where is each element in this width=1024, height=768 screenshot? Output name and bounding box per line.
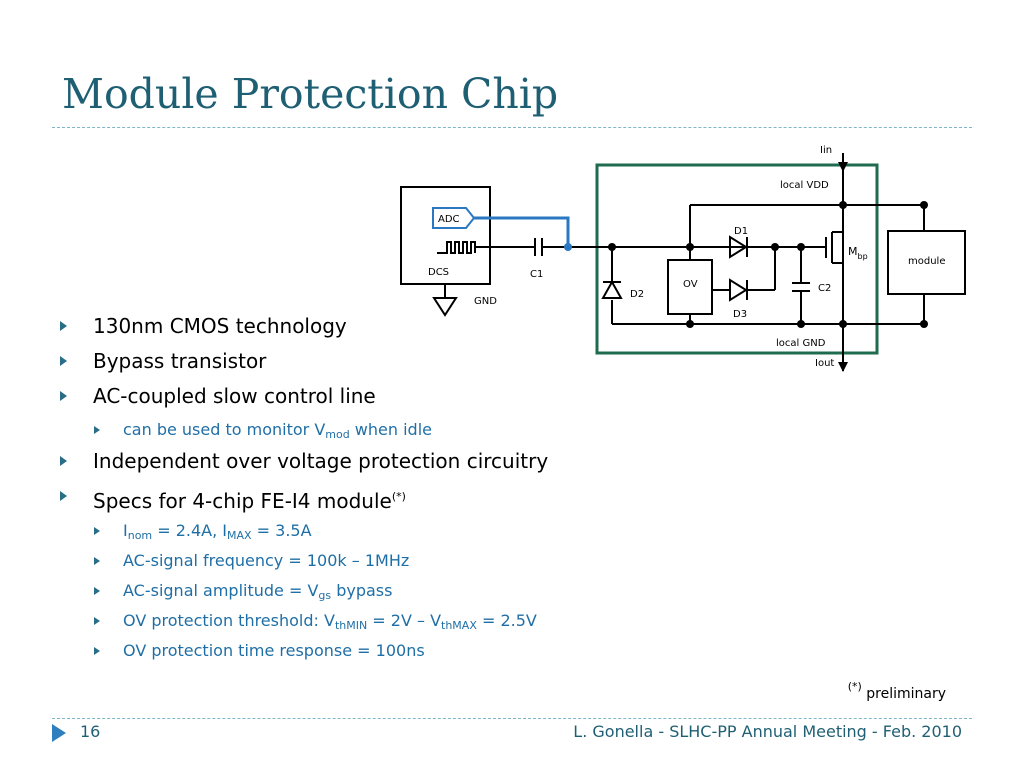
sub-bullet-frequency: AC-signal frequency = 100k – 1MHz: [58, 546, 548, 576]
d3-label: D3: [733, 309, 747, 320]
bullet-ac-coupled: AC-coupled slow control line: [58, 380, 548, 415]
bullet-specs: Specs for 4-chip FE-I4 module(*): [58, 480, 548, 516]
sub-bullet-arrow-icon: [94, 426, 100, 434]
sub-bullet-current: Inom = 2.4A, IMAX = 3.5A: [58, 516, 548, 546]
sub-bullet-response-time: OV protection time response = 100ns: [58, 636, 548, 666]
c2-label: C2: [818, 283, 831, 294]
dcs-label: DCS: [428, 267, 449, 278]
sub-bullet-arrow-icon: [94, 647, 100, 655]
iout-label: Iout: [815, 358, 834, 369]
footer-text: L. Gonella - SLHC-PP Annual Meeting - Fe…: [573, 722, 962, 741]
iin-label: Iin: [820, 145, 832, 156]
sub-bullet-arrow-icon: [94, 527, 100, 535]
sub-bullet-threshold: OV protection threshold: VthMIN = 2V – V…: [58, 606, 548, 636]
bullet-cmos: 130nm CMOS technology: [58, 310, 548, 345]
adc-label: ADC: [438, 214, 460, 225]
slide-title: Module Protection Chip: [62, 70, 559, 118]
circuit-schematic: Iin local VDD ADC DCS GND C1 D1 D2 D3 OV…: [400, 145, 966, 372]
bullet-arrow-icon: [60, 391, 67, 401]
bullet-arrow-icon: [60, 491, 67, 501]
module-box: [887, 230, 966, 295]
bullet-arrow-icon: [60, 356, 67, 366]
local-vdd-label: local VDD: [780, 180, 829, 191]
mbp-label: Mbp: [848, 245, 868, 261]
sub-bullet-arrow-icon: [94, 617, 100, 625]
c1-label: C1: [530, 269, 543, 280]
bullet-list: 130nm CMOS technology Bypass transistor …: [58, 310, 548, 666]
title-divider: [52, 127, 972, 128]
bullet-arrow-icon: [60, 456, 67, 466]
sub-bullet-arrow-icon: [94, 557, 100, 565]
gnd-label: GND: [474, 296, 497, 307]
bullet-arrow-icon: [60, 321, 67, 331]
sub-bullet-arrow-icon: [94, 587, 100, 595]
ov-label: OV: [683, 279, 698, 290]
bullet-ov-protection: Independent over voltage protection circ…: [58, 445, 548, 480]
preliminary-note: (*) preliminary: [847, 680, 946, 702]
bullet-bypass: Bypass transistor: [58, 345, 548, 380]
d2-label: D2: [630, 289, 644, 300]
footer-divider: [52, 718, 972, 719]
local-gnd-label: local GND: [776, 338, 826, 349]
d1-label: D1: [734, 226, 748, 237]
page-number: 16: [80, 722, 101, 741]
module-label: module: [908, 256, 945, 267]
protection-chip-box: [595, 163, 879, 355]
sub-bullet-amplitude: AC-signal amplitude = Vgs bypass: [58, 576, 548, 606]
sub-bullet-monitor: can be used to monitor Vmod when idle: [58, 415, 548, 445]
footer-arrow-icon: [52, 724, 66, 742]
